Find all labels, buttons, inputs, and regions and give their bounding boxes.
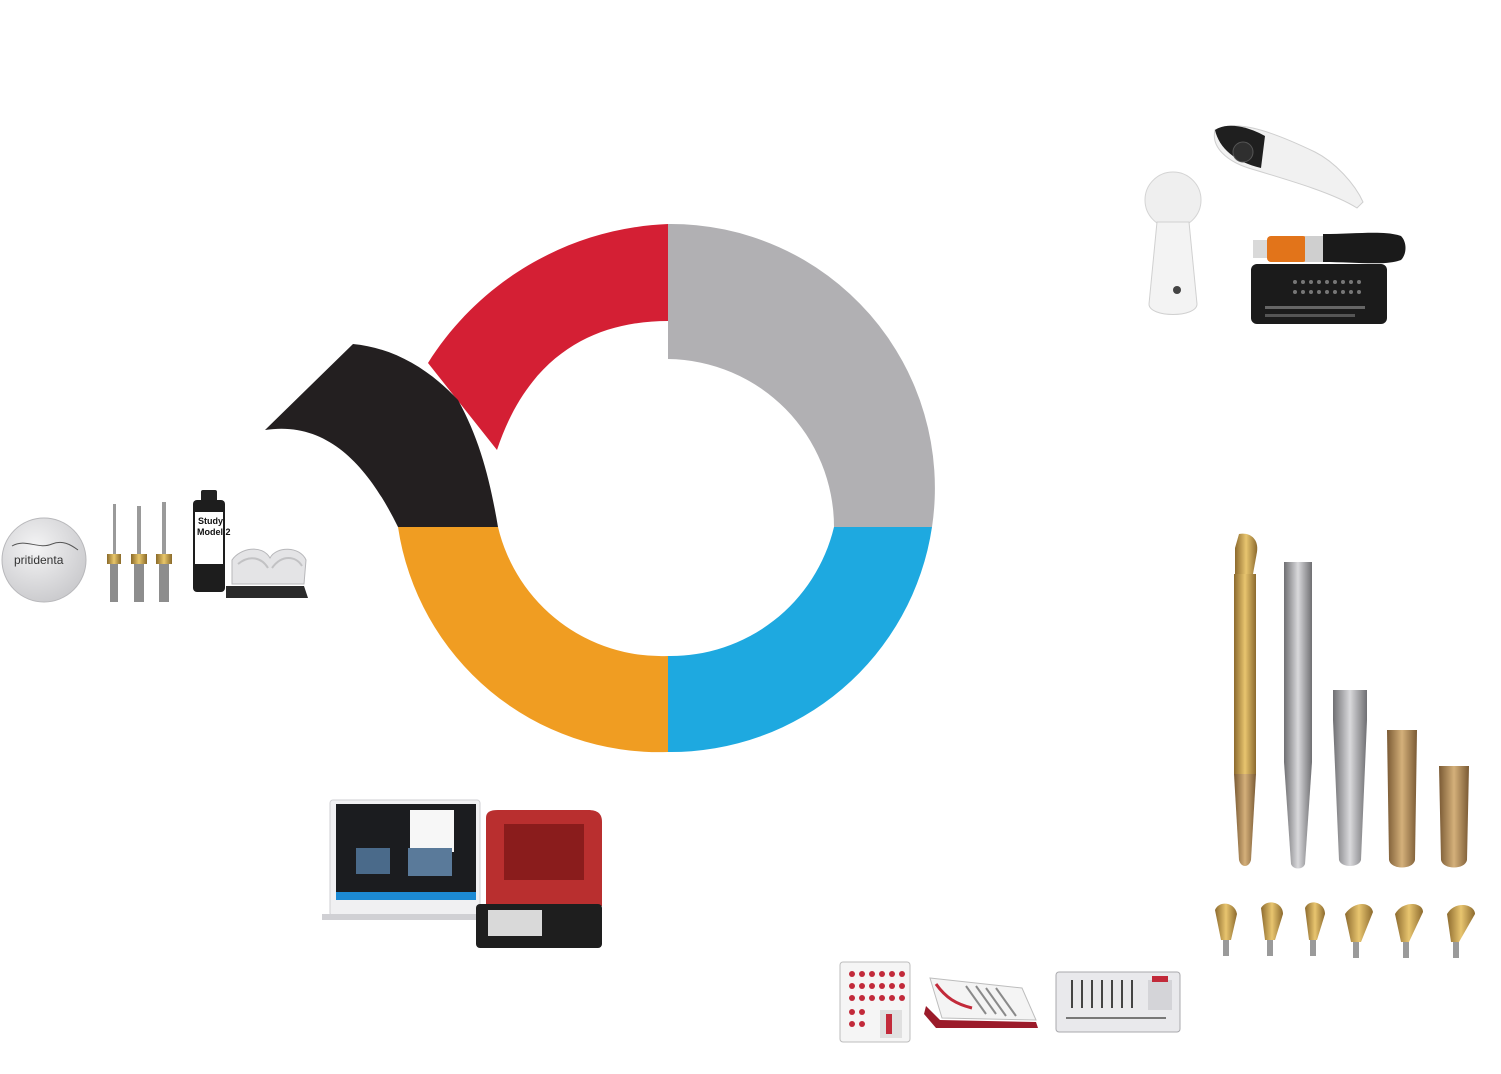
lab-equipment-illustration <box>322 799 602 948</box>
milling-machine <box>322 799 488 920</box>
implant-long-with-abutment <box>1234 533 1258 866</box>
kit-tray-1 <box>839 961 911 1043</box>
dental-model-tray <box>226 548 308 598</box>
ring-segment-orange <box>398 527 668 753</box>
ring-segment-red <box>428 224 668 450</box>
materials-product-group: pritidenta Study Model 2 <box>0 488 310 608</box>
resin-3d-printer <box>476 810 602 948</box>
ring-segment-grey <box>668 223 935 527</box>
handpiece <box>1253 232 1406 264</box>
implant-steel-long <box>1284 562 1312 869</box>
implant-bronze-short <box>1439 766 1469 868</box>
implants-product-group <box>1205 530 1495 962</box>
resin-bottle <box>193 490 225 592</box>
scanners-illustration <box>1144 125 1406 324</box>
scanners-product-group <box>1135 118 1415 330</box>
intraoral-scanner <box>1213 125 1364 209</box>
bottle-label-line1: Study <box>198 516 224 526</box>
kit-case-open <box>924 977 1038 1028</box>
surgical-kits-illustration <box>839 961 1181 1043</box>
surgical-kit-box <box>1251 264 1387 324</box>
implants-illustration <box>1215 533 1475 958</box>
abutments-row <box>1215 902 1475 942</box>
kit-tray-3 <box>1055 971 1181 1033</box>
surgical-kits-product-group <box>836 958 1184 1048</box>
implant-bronze-medium <box>1387 730 1417 868</box>
milling-burs <box>107 502 172 602</box>
lab-equipment-product-group <box>318 796 610 950</box>
implant-steel-medium <box>1333 690 1367 866</box>
bottle-label-line2: Model 2 <box>197 527 231 537</box>
ring-segment-blue <box>668 527 932 753</box>
desktop-scanner <box>1144 171 1202 315</box>
materials-illustration <box>1 490 308 603</box>
ring-segment-black-beak <box>265 344 498 527</box>
disc-brand-label: pritidenta <box>14 553 64 567</box>
